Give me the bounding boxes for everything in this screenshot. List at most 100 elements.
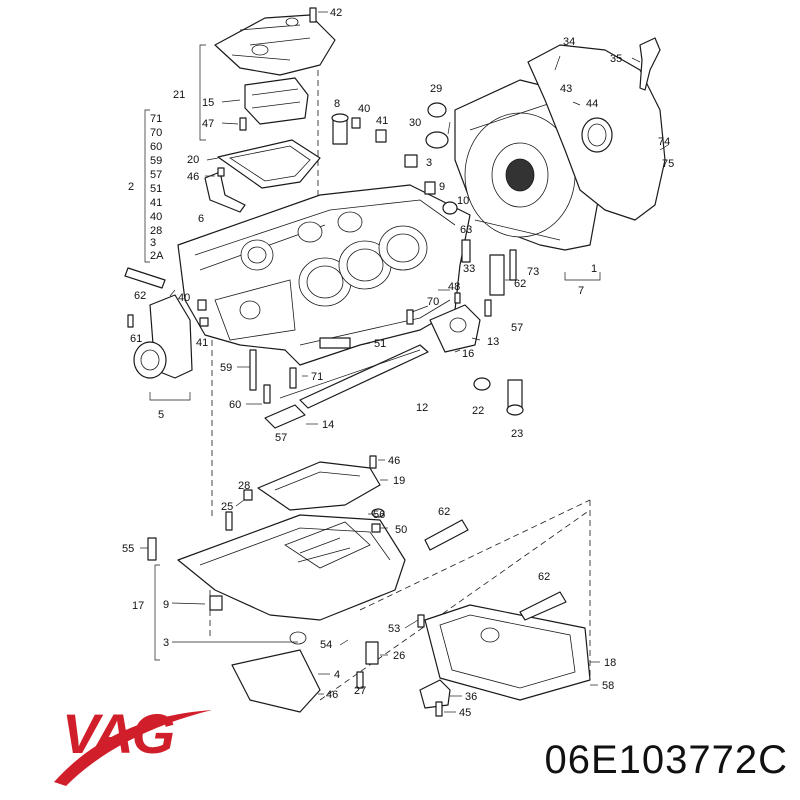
callout-19: 19 [393,475,405,487]
stack-28: 28 [150,225,162,237]
callout-4: 4 [334,669,340,681]
callout-29: 29 [430,83,442,95]
bracket-5 [149,392,191,401]
callout-23: 23 [511,428,523,440]
callout-28: 28 [238,480,250,492]
bolt-73 [509,249,517,281]
ring-56 [371,508,385,518]
callout-22: 22 [472,405,484,417]
pump-13 [429,292,492,353]
stack-51: 51 [150,183,162,195]
shaft-12 [299,344,429,409]
callout-62-left: 62 [134,290,146,302]
callout-labels: 42 21 15 47 8 40 41 20 46 6 30 29 3 9 10… [122,7,674,719]
callout-36: 36 [465,691,477,703]
tube-62-lower [519,591,567,621]
callout-63: 63 [460,224,472,236]
stack-59: 59 [150,155,162,167]
callout-60: 60 [229,399,241,411]
pin-25 [225,511,233,531]
callout-41: 41 [376,115,388,127]
callout-74: 74 [658,136,670,148]
bracket-2 [144,109,150,263]
baffle-19 [257,455,381,511]
callout-35: 35 [610,53,622,65]
ring-30 [425,131,449,149]
callout-26: 26 [393,650,405,662]
bolt-33 [461,239,471,263]
ring-29 [427,102,447,118]
bracket-14 [264,404,306,429]
callout-5: 5 [158,409,164,421]
callout-17: 17 [132,600,144,612]
callout-55: 55 [122,543,134,555]
stack-57: 57 [150,169,162,181]
callout-46: 46 [187,171,199,183]
callout-57-right: 57 [511,322,523,334]
tube-62-right [489,254,505,296]
callout-41-left: 41 [196,337,208,349]
cover-plate-5 [127,294,209,379]
bracket-21 [199,44,206,141]
callout-13: 13 [487,336,499,348]
bracket-17 [154,564,160,661]
sensor-36 [419,679,451,717]
callout-9-lower: 9 [163,599,169,611]
callout-48: 48 [448,281,460,293]
callout-46-lower: 46 [326,689,338,701]
callout-62-right: 62 [514,278,526,290]
callout-12: 12 [416,402,428,414]
oil-pan-upper [147,514,406,645]
callout-57-left: 57 [275,432,287,444]
bolt-70 [406,309,414,325]
part-number: 06E103772C [544,738,788,782]
callout-10: 10 [457,195,469,207]
bolt-60 [263,384,271,404]
guide-line-diagonal [319,509,591,701]
callout-62-middle: 62 [438,506,450,518]
callout-70: 70 [427,296,439,308]
callout-45: 45 [459,707,471,719]
stack-71: 71 [150,113,162,125]
plug-28 [243,489,253,501]
callout-56: 56 [373,509,385,521]
callout-3-lower: 3 [163,637,169,649]
callout-50: 50 [395,524,407,536]
callout-75: 75 [662,158,674,170]
stack-2A: 2A [150,250,164,262]
oil-pan-lower [417,604,591,701]
callout-6: 6 [198,213,204,225]
callout-47: 47 [202,118,214,130]
bolt-71 [289,367,297,389]
callout-46-mid: 46 [388,455,400,467]
callout-61: 61 [130,333,142,345]
bracket-7 [564,272,601,281]
tube-62-middle [424,519,469,551]
callout-20: 20 [187,154,199,166]
callout-54: 54 [320,639,332,651]
leader-lines [140,11,669,713]
housing-15 [239,77,309,131]
callout-42: 42 [330,7,342,19]
tube-62-left [124,267,166,289]
cover-4 [231,649,321,713]
vag-logo-text: VAG [62,702,175,765]
callout-3: 3 [426,157,432,169]
gasket-20 [217,139,321,189]
callout-40-left: 40 [178,292,190,304]
plug-50 [371,523,381,533]
callout-71: 71 [311,371,323,383]
plug-3 [404,154,418,168]
callout-25: 25 [221,501,233,513]
bracket-6 [204,167,246,213]
callout-16: 16 [462,348,474,360]
callout-27: 27 [354,685,366,697]
callout-44: 44 [586,98,598,110]
sensor-35 [639,37,661,91]
callout-9: 9 [439,181,445,193]
callout-43: 43 [560,83,572,95]
callout-21: 21 [173,89,185,101]
stack-41: 41 [150,197,162,209]
callout-33: 33 [463,263,475,275]
